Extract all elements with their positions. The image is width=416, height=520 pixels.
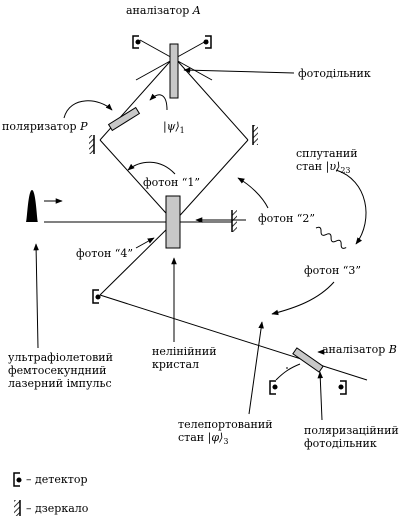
analyzer-a-letter: A: [192, 4, 201, 17]
photon2-pointer: [237, 177, 269, 209]
teleported-state-label: телепортований стан |φ⟩3: [178, 418, 273, 448]
mirror-crystal-right: [231, 210, 237, 232]
crystal-label: нелінійний кристал: [152, 345, 217, 371]
polarizer-pointer: [63, 100, 113, 119]
top-beamsplitter: [169, 43, 179, 99]
legend-mirror-label: – дзеркало: [26, 502, 89, 515]
pol-bs-line1: поляризаційний: [304, 424, 399, 437]
psi-state-label: |ψ⟩1: [163, 120, 185, 137]
crystal-line1: нелінійний: [152, 345, 217, 358]
detector-top-right-icon: [203, 35, 212, 49]
teleport-sub: 3: [223, 437, 229, 446]
psi-pointer: [149, 93, 168, 111]
analyzer-b-label: аналізатор B: [322, 343, 397, 356]
detector-b-right-icon: [338, 380, 347, 395]
entangled-state-label: сплутаний стан |υ⟩23: [296, 147, 358, 177]
entangled-line1: сплутаний: [296, 147, 358, 160]
pol-bs-label: поляризаційний фотодільник: [304, 424, 399, 450]
photon3-pointer: [271, 281, 335, 316]
teleport-line2: стан: [178, 431, 205, 444]
photon4-label: фотон “4”: [76, 247, 134, 260]
teleport-ket: |φ⟩: [207, 431, 224, 444]
legend-detector-label: – детектор: [26, 473, 88, 486]
right-to-bs-beam: [173, 56, 249, 141]
beamsplitter-label: фотодільник: [298, 67, 371, 80]
uv-line1: ультрафіолетовий: [8, 351, 113, 364]
teleport-line1: телепортований: [178, 418, 273, 431]
photon4-pointer: [135, 237, 155, 249]
laser-pulse-shape: [20, 190, 44, 222]
entangled-photon-wave: [315, 226, 347, 249]
psi-state-ket: |ψ⟩: [163, 120, 180, 133]
nonlinear-crystal: [165, 195, 181, 249]
detector-b-left-icon: [269, 380, 278, 395]
entangled-line2: стан: [296, 160, 323, 173]
uv-pulse-pointer: [33, 243, 39, 349]
upper-left-beam: [99, 139, 175, 223]
photon4-beam: [99, 221, 175, 296]
crystal-line2: кристал: [152, 358, 200, 371]
beam-paths: [44, 39, 368, 381]
analyzer-a-label: аналізатор A: [126, 4, 201, 17]
entangled-sub: 23: [340, 166, 351, 175]
photon1-pointer: [127, 161, 176, 175]
pol-bs-pointer: [317, 371, 324, 421]
polarizing-beamsplitter: [292, 347, 324, 373]
analyzer-b-text: аналізатор: [322, 343, 386, 356]
photon3-label: фотон “3”: [304, 264, 362, 277]
analyzer-a-text: аналізатор: [126, 4, 190, 17]
polarizer-label: поляризатор P: [2, 120, 87, 133]
beamsplitter-pointer: [183, 67, 295, 74]
legend-detector-icon: [13, 472, 22, 487]
entangled-ket: |υ⟩: [325, 160, 341, 173]
photon-diagonal-beam: [99, 294, 368, 381]
polarizer-text: поляризатор: [2, 120, 77, 133]
entangled-pointer: [335, 169, 367, 245]
teleported-pointer: [248, 321, 264, 415]
photon2-label: фотон “2”: [258, 212, 316, 225]
mirror-right: [252, 125, 258, 145]
photon1-label: фотон “1”: [143, 176, 201, 189]
detector-photon4-icon: [92, 289, 101, 304]
detector-top-left-icon: [132, 35, 141, 49]
analyzer-b-letter: B: [388, 343, 397, 356]
upper-right-beam: [173, 139, 249, 223]
legend-mirror-icon: [14, 500, 21, 516]
polarizer-letter: P: [80, 120, 88, 133]
psi-state-sub: 1: [179, 126, 185, 135]
uv-pulse-label: ультрафіолетовий фемтосекундний лазерний…: [8, 351, 113, 390]
mirror-left: [89, 135, 95, 154]
pol-bs-line2: фотодільник: [304, 437, 377, 450]
uv-line3: лазерний імпульс: [8, 377, 112, 390]
pbs-left-pointer: [275, 363, 301, 381]
polarizer-element: [107, 106, 141, 132]
uv-line2: фемтосекундний: [8, 364, 107, 377]
